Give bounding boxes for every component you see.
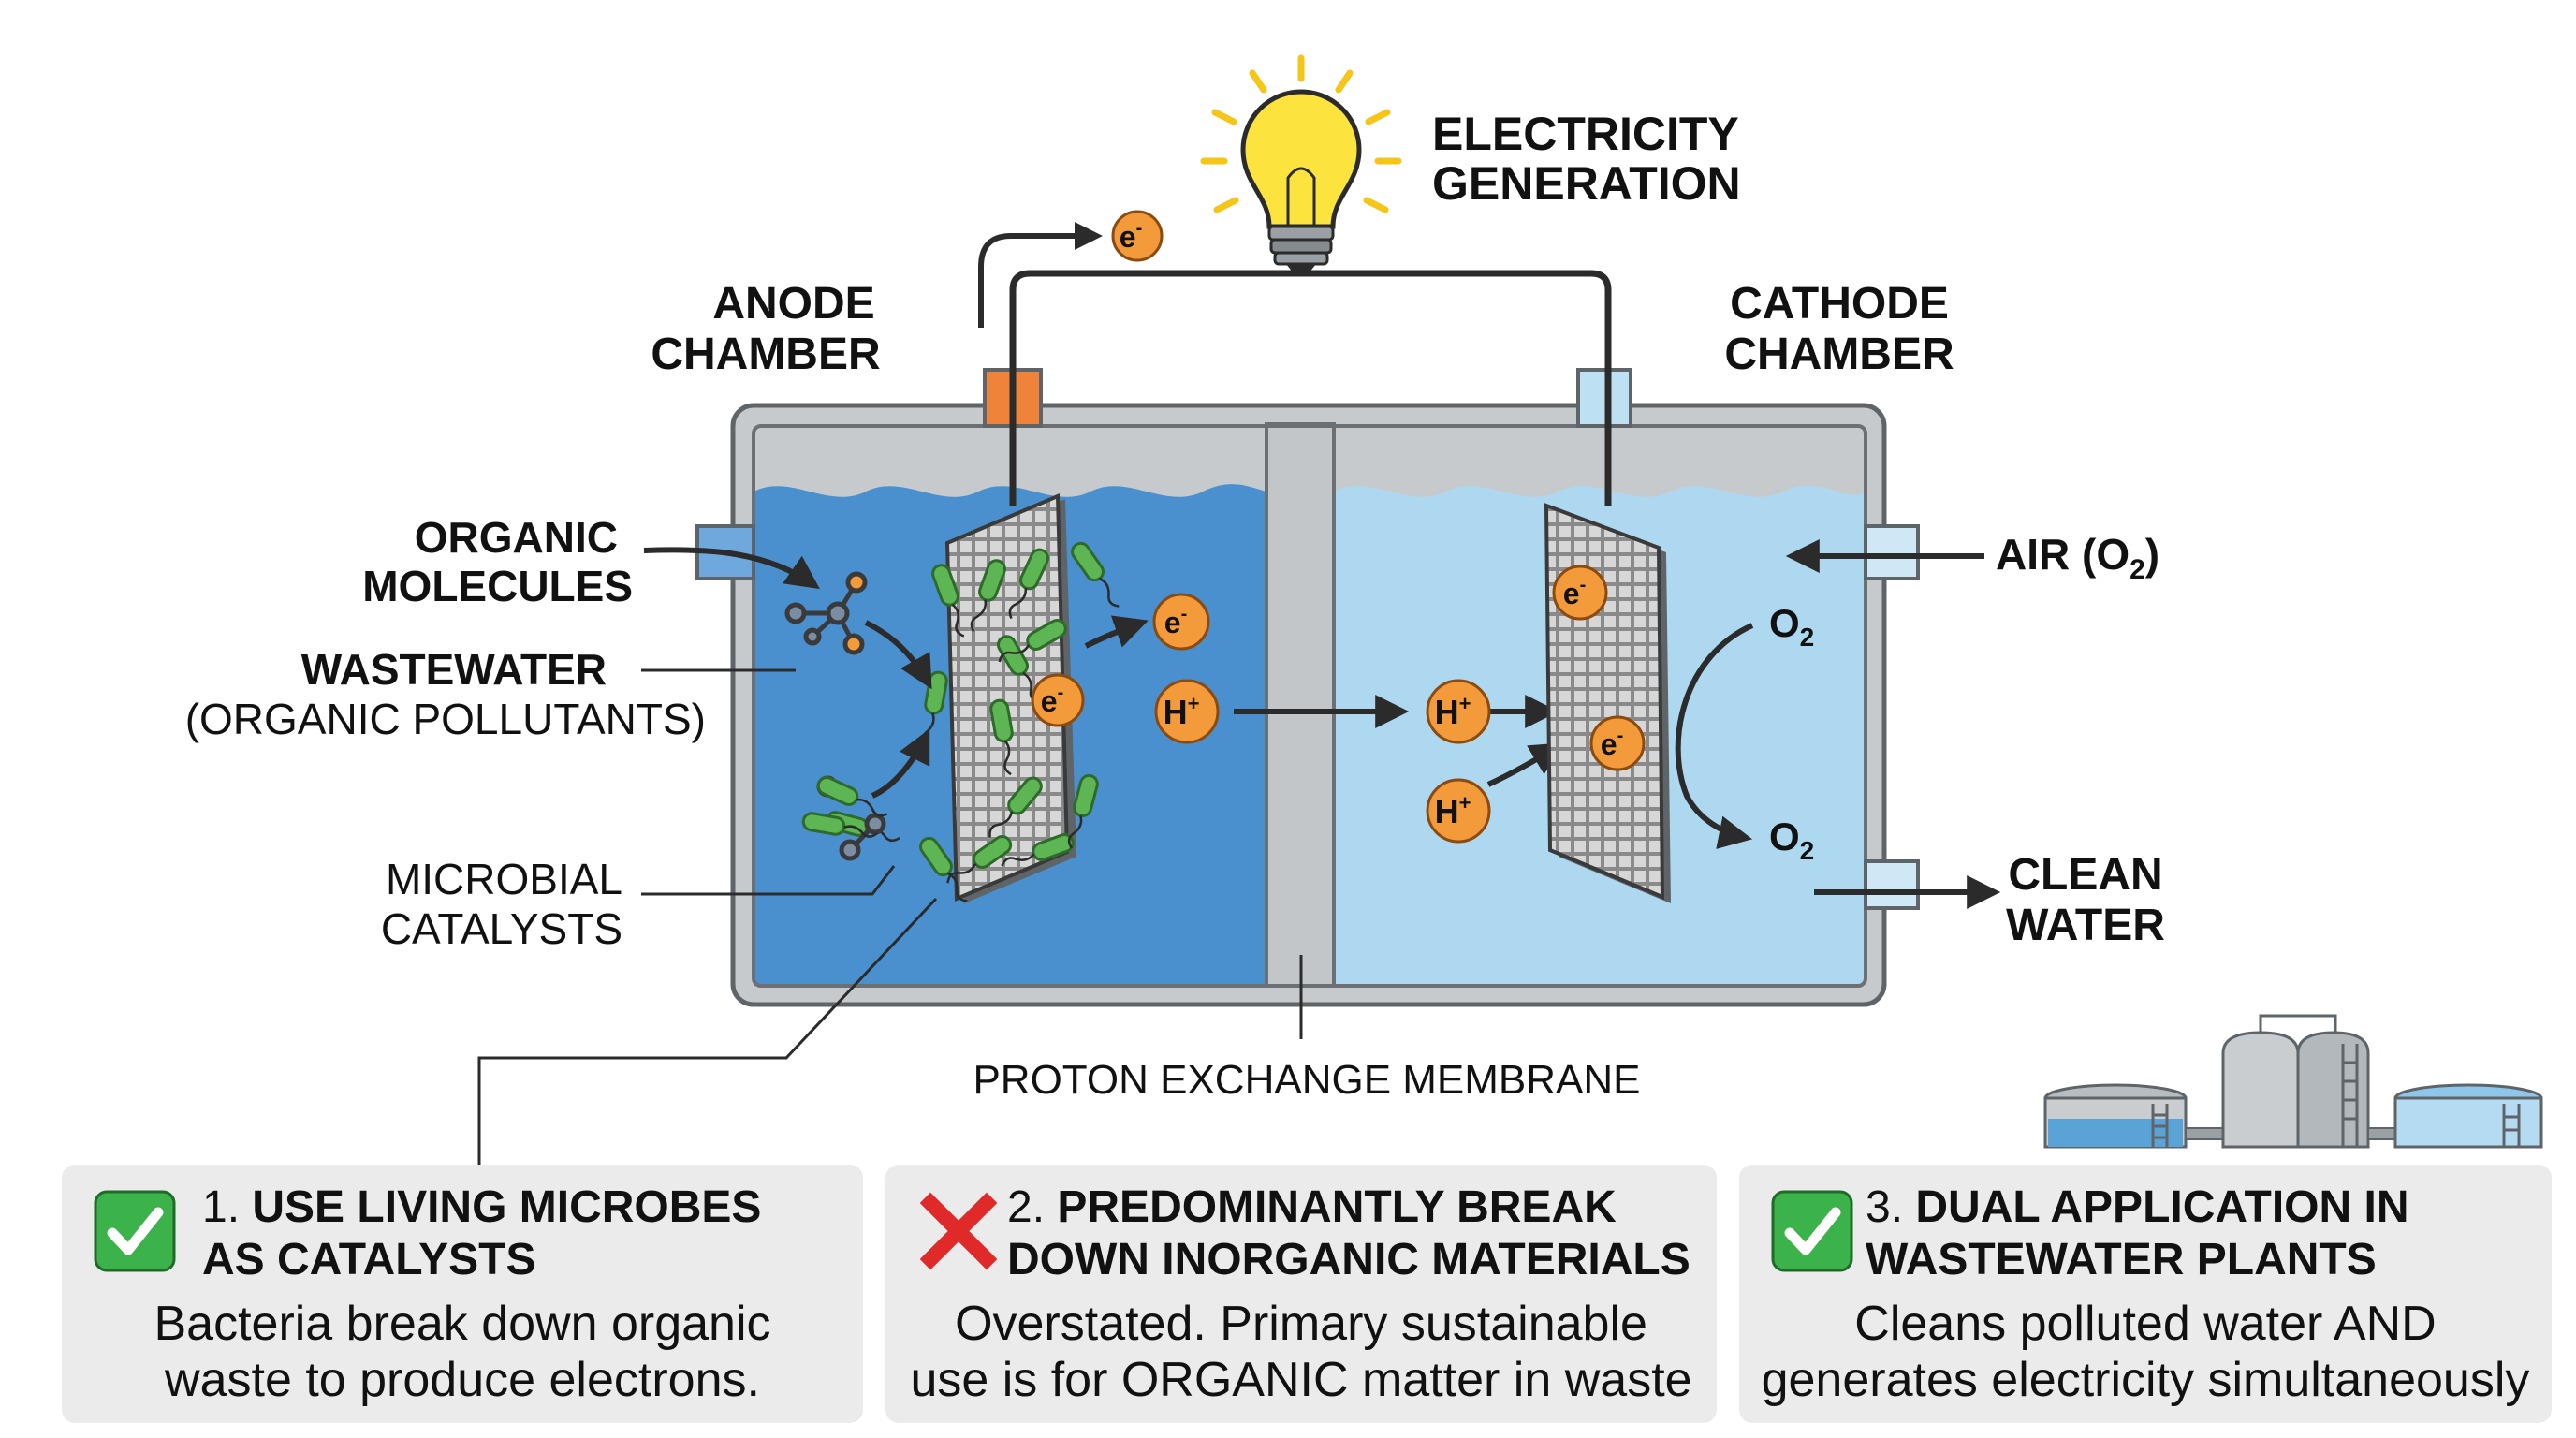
proton-anode <box>1154 679 1220 744</box>
cross-mark-icon <box>919 1192 998 1270</box>
electron-anode-inner-label: e- <box>1041 682 1063 718</box>
electron-anode-outer-label: e- <box>1164 604 1187 639</box>
anode-electrode <box>823 493 1128 908</box>
proton-cathode-bottom <box>1426 778 1491 844</box>
oxygen-label-bottom: O2 <box>1769 814 1814 865</box>
cathode-label-line2: CHAMBER <box>1724 330 1954 379</box>
light-bulb-icon <box>1200 54 1402 273</box>
organic-molecule-upper <box>784 571 868 655</box>
microbial-label-line2: CATALYSTS <box>381 904 622 953</box>
clean-water-label-line1: CLEAN <box>2008 850 2162 900</box>
electron-anode-inner <box>1031 673 1085 727</box>
proton-anode-label: H+ <box>1164 692 1200 731</box>
electron-cathode-bottom-label: e- <box>1601 726 1623 761</box>
air-inlet-pipe <box>1864 524 1920 580</box>
air-label: AIR (O2) <box>1996 530 2159 585</box>
proton-cathode-top-label: H+ <box>1435 692 1471 731</box>
organic-label-line1: ORGANIC <box>415 513 618 562</box>
external-circuit <box>978 210 1612 506</box>
electricity-label-line2: GENERATION <box>1432 157 1741 210</box>
anode-label-line2: CHAMBER <box>651 330 880 379</box>
oxygen-label-top: O2 <box>1769 601 1814 652</box>
electron-cathode-top-label: e- <box>1563 575 1586 610</box>
electron-circuit <box>1111 210 1164 262</box>
proton-cathode-top <box>1426 679 1491 744</box>
organic-label-line2: MOLECULES <box>362 562 633 610</box>
statement-card-2-title: 2. PREDOMINANTLY BREAK DOWN INORGANIC MA… <box>1007 1182 1690 1284</box>
fuel-cell-tank <box>695 368 1920 1007</box>
wastewater-label-line2: (ORGANIC POLLUTANTS) <box>185 695 706 743</box>
electron-circuit-label: e- <box>1120 218 1142 254</box>
clean-water-label-line2: WATER <box>2006 901 2165 950</box>
electron-cathode-top <box>1552 565 1608 621</box>
proton-exchange-membrane <box>1265 422 1336 988</box>
wastewater-label-line1: WASTEWATER <box>301 645 607 694</box>
check-mark-icon <box>1771 1190 1853 1272</box>
cathode-label-line1: CATHODE <box>1730 279 1949 329</box>
outlet-pipe <box>1864 859 1920 910</box>
statement-card-2: 2. PREDOMINANTLY BREAK DOWN INORGANIC MA… <box>886 1165 1717 1423</box>
proton-cathode-bottom-label: H+ <box>1435 791 1471 830</box>
anode-label-line1: ANODE <box>712 279 874 329</box>
cathode-electrode <box>1544 503 1671 903</box>
electricity-label-line1: ELECTRICITY <box>1432 108 1739 160</box>
electron-cathode-bottom <box>1589 715 1646 771</box>
statement-card-1-title: 1. USE LIVING MICROBES AS CATALYSTS <box>202 1182 762 1284</box>
statement-card-3-title: 3. DUAL APPLICATION IN WASTEWATER PLANTS <box>1866 1182 2409 1284</box>
microbial-label-line1: MICROBIAL <box>386 855 622 903</box>
statement-card-1: 1. USE LIVING MICROBES AS CATALYSTS Bact… <box>62 1165 863 1423</box>
membrane-label: PROTON EXCHANGE MEMBRANE <box>973 1057 1640 1103</box>
check-mark-icon <box>94 1190 176 1272</box>
statement-card-3: 3. DUAL APPLICATION IN WASTEWATER PLANTS… <box>1739 1165 2552 1423</box>
treatment-plant-icon <box>2043 1014 2543 1149</box>
cathode-terminal <box>1576 368 1632 428</box>
electron-anode-outer <box>1152 593 1210 651</box>
